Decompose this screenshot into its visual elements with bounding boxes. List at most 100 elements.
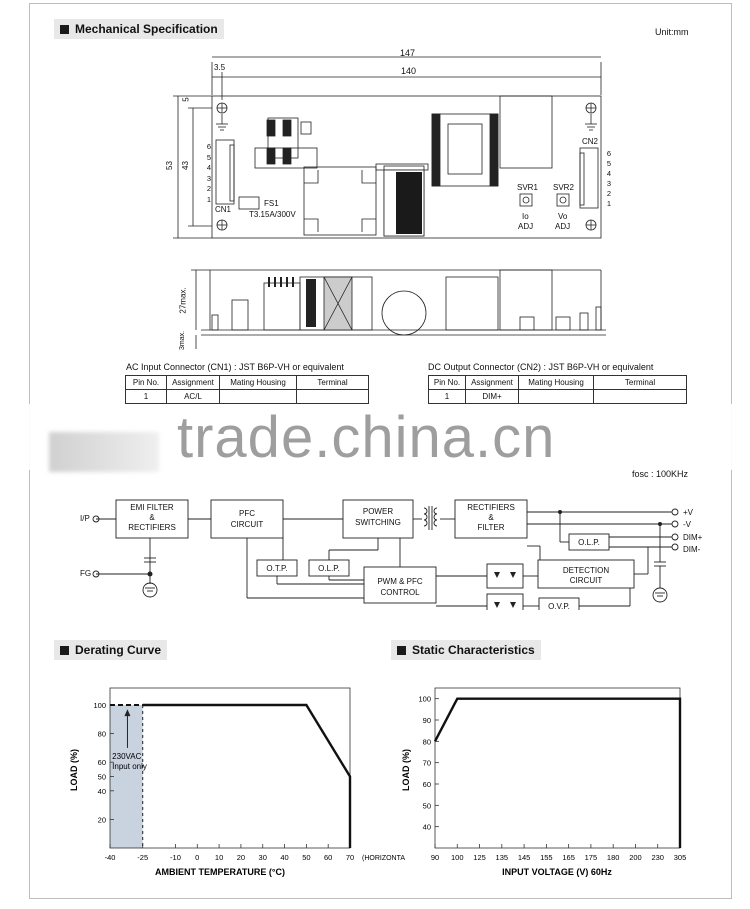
x-tick-label: -40: [105, 853, 116, 862]
y-tick-label: 90: [423, 716, 431, 725]
fuse-rating-label: T3.15A/300V: [249, 210, 296, 219]
derating-curve-title: Derating Curve: [75, 643, 162, 657]
io-adj-label: ADJ: [518, 222, 534, 231]
x-tick-label: 200: [629, 853, 642, 862]
cn1-pin: 3: [206, 173, 212, 183]
y-axis-label: LOAD (%): [69, 749, 79, 791]
x-tick-label: 40: [280, 853, 288, 862]
ac-connector-title: AC Input Connector (CN1) : JST B6P-VH or…: [126, 362, 344, 372]
cell-pin: 1: [125, 389, 167, 404]
rect-line: &: [488, 513, 494, 522]
blurred-header-remnant: [49, 432, 159, 472]
side-view-drawing: [191, 269, 606, 349]
col-mating-housing: Mating Housing: [219, 375, 297, 390]
svr1-label: SVR1: [517, 183, 538, 192]
cn1-pin: 6: [206, 142, 212, 151]
dim-43: 43: [180, 161, 190, 170]
x-tick-label: -25: [137, 853, 148, 862]
det-line: DETECTION: [562, 566, 610, 575]
cell-assignment: AC/L: [166, 389, 220, 404]
watermark-text: trade.china.cn: [177, 405, 556, 470]
cell-terminal: [593, 389, 687, 404]
y-axis-label: LOAD (%): [401, 749, 411, 791]
emi-line: EMI FILTER: [130, 503, 174, 512]
cn1-pin-list: 6 5 4 3 2 1: [205, 142, 213, 205]
x-tick-label: 125: [473, 853, 486, 862]
det-line: CIRCUIT: [569, 576, 603, 585]
table-header-row: Pin No. Assignment Mating Housing Termin…: [428, 375, 687, 390]
annotation-arrowhead: [124, 709, 131, 717]
olp-output-block: O.L.P.: [578, 538, 600, 547]
table-row: 1 DIM+: [428, 389, 687, 404]
dim-5: 5: [181, 97, 191, 102]
col-pin-no: Pin No.: [125, 375, 167, 390]
fs1-label: FS1: [264, 199, 279, 208]
mechanical-spec-header: Mechanical Specification: [54, 19, 224, 39]
plot-frame: [434, 687, 681, 849]
y-tick-label: 60: [423, 780, 431, 789]
x-axis-label: AMBIENT TEMPERATURE (°C): [155, 867, 285, 877]
pfc-block: PFC CIRCUIT: [211, 508, 283, 530]
x-tick-label: 135: [496, 853, 509, 862]
y-tick-label: 100: [418, 695, 431, 704]
cn2-pin: 3: [606, 179, 612, 188]
emi-line: &: [149, 513, 155, 522]
dim-3-5: 3.5: [214, 63, 226, 72]
cell-assignment: DIM+: [465, 389, 519, 404]
derating-line: [142, 703, 352, 848]
static-characteristics-header: Static Characteristics: [391, 640, 541, 660]
cn1-pin: 5: [206, 152, 212, 162]
static-characteristics-title: Static Characteristics: [412, 643, 535, 657]
dim-27max: 27max.: [178, 287, 188, 314]
x-axis-note: (HORIZONTAL): [362, 855, 405, 862]
rectifiers-filter-block: RECTIFIERS & FILTER: [455, 503, 527, 533]
svr2-label: SVR2: [553, 183, 574, 192]
top-view-drawing: [173, 56, 602, 239]
power-line: POWER: [362, 507, 394, 516]
pfc-line: PFC: [239, 509, 255, 518]
annotation-line: 230VAC: [112, 752, 141, 761]
block-diagram: [92, 499, 679, 610]
col-terminal: Terminal: [593, 375, 687, 390]
emi-filter-block: EMI FILTER & RECTIFIERS: [116, 503, 188, 533]
vo-adj-label: ADJ: [555, 222, 571, 231]
table-row: 1 AC/L: [125, 389, 369, 404]
y-tick-label: 70: [423, 759, 431, 768]
cn2-pin: 2: [606, 189, 612, 198]
output-labels: +V -V DIM+ DIM-: [683, 507, 702, 556]
y-tick-label: 40: [98, 787, 106, 796]
output-dim-minus: DIM-: [683, 544, 701, 554]
static-line: [433, 697, 682, 848]
detection-circuit-block: DETECTION CIRCUIT: [538, 566, 634, 586]
dim-3max: 3max.: [179, 330, 187, 351]
y-tick-label: 20: [98, 815, 106, 824]
dim-53: 53: [164, 161, 174, 170]
x-tick-label: 60: [324, 853, 332, 862]
y-tick-label: 50: [98, 773, 106, 782]
fg-label: FG: [80, 569, 92, 578]
annotation-line: Input only: [112, 762, 147, 771]
cn2-label: CN2: [582, 137, 599, 146]
io-label: Io: [522, 212, 529, 221]
x-tick-label: 305: [674, 853, 687, 862]
pfc-line: CIRCUIT: [230, 520, 264, 529]
pwm-control-block: PWM & PFC CONTROL: [364, 576, 436, 598]
plot-frame: [109, 687, 351, 849]
otp-block: O.T.P.: [266, 564, 288, 573]
dc-connector-title: DC Output Connector (CN2) : JST B6P-VH o…: [428, 362, 654, 372]
x-tick-label: 180: [607, 853, 620, 862]
emi-line: RECTIFIERS: [128, 523, 176, 532]
power-line: SWITCHING: [355, 518, 401, 527]
x-tick-label: 90: [431, 853, 439, 862]
y-tick-label: 80: [98, 730, 106, 739]
cell-pin: 1: [428, 389, 466, 404]
y-tick-label: 80: [423, 737, 431, 746]
cn2-pin: 5: [606, 159, 612, 168]
y-tick-label: 40: [423, 823, 431, 832]
section-bullet-icon: [397, 645, 406, 655]
table-header-row: Pin No. Assignment Mating Housing Termin…: [125, 375, 369, 390]
watermark-band: trade.china.cn: [29, 404, 732, 472]
derating-curve-header: Derating Curve: [54, 640, 168, 660]
cell-housing: [219, 389, 297, 404]
